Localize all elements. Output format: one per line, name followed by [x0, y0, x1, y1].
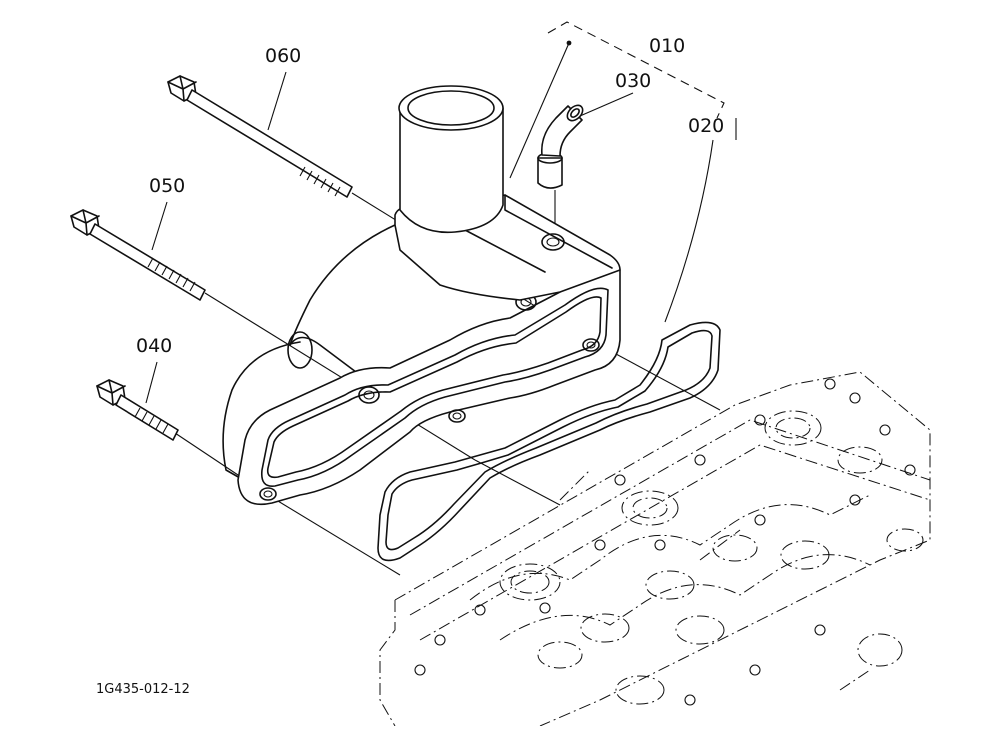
- leader-040: [145, 361, 158, 404]
- gasket-020: [377, 321, 721, 562]
- callout-labels: 060 050 040 030 010 020 1G435-012-12: [96, 35, 724, 697]
- figure-id: 1G435-012-12: [96, 682, 190, 697]
- callout-060: 060: [265, 45, 301, 67]
- leader-020: [664, 139, 714, 323]
- leader-010: [509, 42, 570, 179]
- bolt-050: [70, 209, 206, 301]
- callout-040: 040: [136, 335, 172, 357]
- bolt-060: [167, 75, 353, 198]
- callout-020: 020: [688, 115, 724, 137]
- leader-060: [267, 71, 287, 131]
- callout-050: 050: [149, 175, 185, 197]
- thermostat-housing: [222, 85, 621, 505]
- pipe-030: [537, 104, 584, 189]
- leader-030: [579, 92, 634, 117]
- callout-010: 010: [649, 35, 685, 57]
- projection-line-040: [267, 494, 401, 576]
- bolt-040: [96, 379, 179, 441]
- cylinder-head: [379, 371, 931, 727]
- callout-030: 030: [615, 70, 651, 92]
- leader-050: [151, 201, 168, 251]
- callout-leaders: [145, 42, 714, 404]
